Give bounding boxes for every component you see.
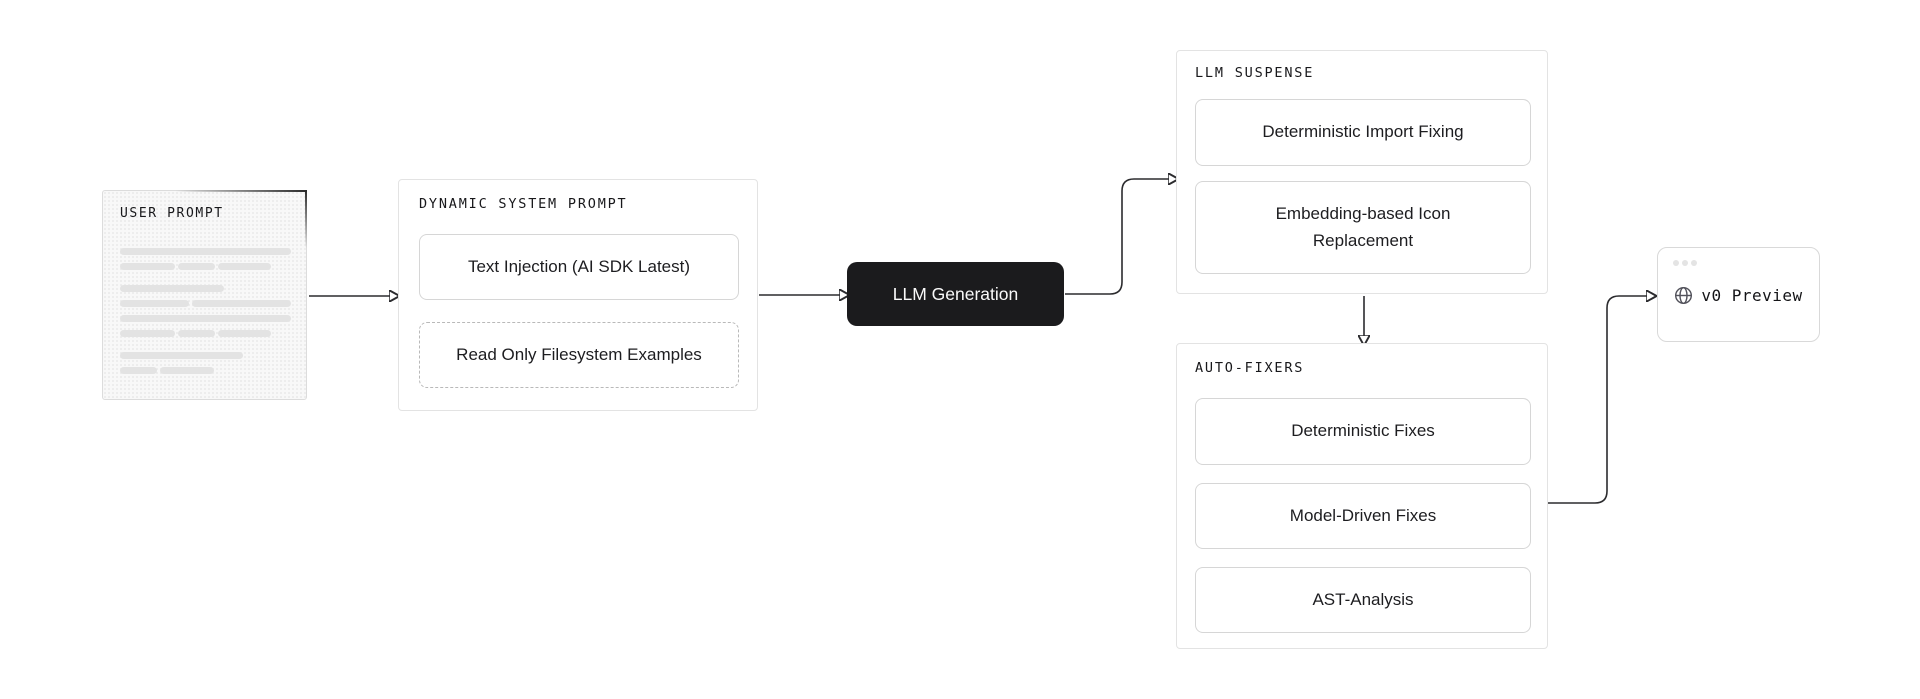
llm-generation-node: LLM Generation [847, 262, 1064, 326]
model-driven-fixes-label: Model-Driven Fixes [1289, 505, 1437, 525]
embedding-icon-replacement-label: Embedding-based Icon Replacement [1275, 204, 1451, 250]
read-only-filesystem-label: Read Only Filesystem Examples [456, 344, 702, 364]
deterministic-import-fixing-box: Deterministic Import Fixing [1195, 99, 1531, 166]
v0-preview-node: v0 Preview [1657, 247, 1820, 342]
deterministic-import-fixing-label: Deterministic Import Fixing [1262, 122, 1464, 142]
model-driven-fixes-box: Model-Driven Fixes [1195, 483, 1531, 549]
window-dot [1691, 260, 1697, 266]
page-corner-top-accent [175, 190, 307, 192]
llm-generation-label: LLM Generation [892, 283, 1019, 304]
connector-autofixers-to-preview [1547, 296, 1647, 504]
connector-llmgen-to-suspense [1065, 179, 1169, 295]
ast-analysis-label: AST-Analysis [1312, 589, 1414, 609]
read-only-filesystem-box: Read Only Filesystem Examples [419, 322, 739, 388]
dynamic-system-prompt-node: DYNAMIC SYSTEM PROMPT Text Injection (AI… [398, 179, 758, 411]
window-dot [1682, 260, 1688, 266]
browser-window-dots [1673, 260, 1697, 266]
deterministic-fixes-box: Deterministic Fixes [1195, 398, 1531, 465]
user-prompt-title: USER PROMPT [120, 206, 224, 221]
auto-fixers-title: AUTO-FIXERS [1195, 360, 1305, 376]
user-prompt-node: USER PROMPT [102, 190, 307, 400]
llm-suspense-title: LLM SUSPENSE [1195, 65, 1315, 81]
ast-analysis-box: AST-Analysis [1195, 567, 1531, 633]
globe-icon [1675, 286, 1693, 305]
text-injection-label: Text Injection (AI SDK Latest) [467, 256, 691, 276]
llm-suspense-node: LLM SUSPENSE Deterministic Import Fixing… [1176, 50, 1548, 294]
dynamic-system-prompt-title: DYNAMIC SYSTEM PROMPT [419, 196, 628, 212]
page-corner-right-accent [305, 190, 307, 248]
text-injection-box: Text Injection (AI SDK Latest) [419, 234, 739, 300]
v0-preview-label: v0 Preview [1701, 286, 1803, 305]
window-dot [1673, 260, 1679, 266]
auto-fixers-node: AUTO-FIXERS Deterministic Fixes Model-Dr… [1176, 343, 1548, 649]
deterministic-fixes-label: Deterministic Fixes [1291, 421, 1435, 441]
embedding-icon-replacement-box: Embedding-based Icon Replacement [1195, 181, 1531, 274]
user-prompt-skeleton [120, 248, 291, 374]
